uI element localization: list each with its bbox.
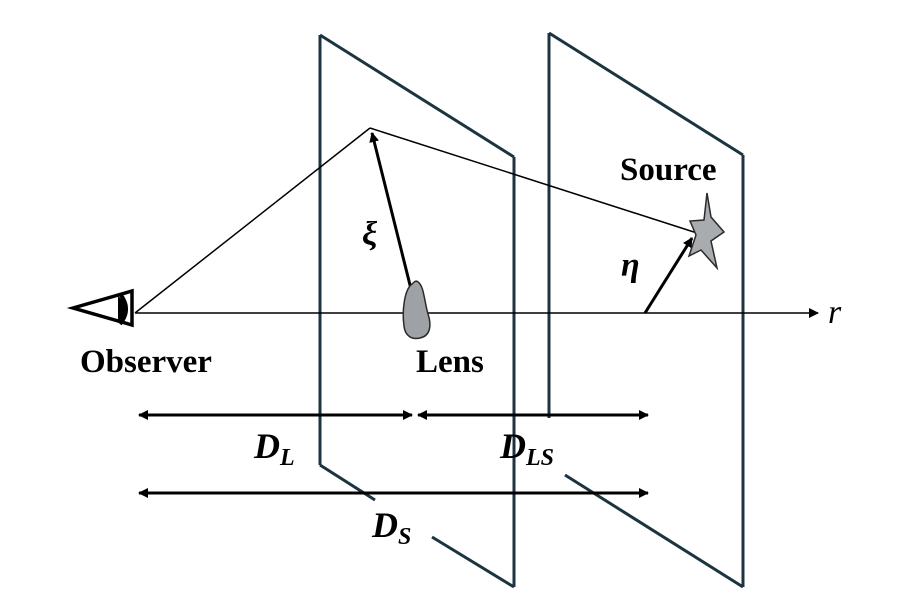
source-plane: [547, 31, 745, 589]
eta-vector-arrow: [643, 237, 694, 314]
axis-r-label: r: [828, 294, 842, 331]
source-star-icon: [687, 192, 726, 271]
dl-label-sub: L: [279, 445, 295, 471]
ds-label-sub: S: [398, 524, 411, 550]
ds-label: DS: [371, 505, 411, 550]
dls-label: DLS: [499, 426, 554, 471]
source-plane-top-edge: [548, 31, 744, 157]
source-label: Source: [620, 152, 717, 188]
lens-plane-bottom-edge-a: [319, 463, 376, 502]
xi-label: ξ: [362, 216, 378, 253]
light-ray-lens-to-source: [369, 127, 698, 234]
dls-label-main: D: [499, 426, 526, 466]
lens-label: Lens: [416, 344, 484, 380]
light-ray-observer-to-lens: [134, 127, 371, 314]
eta-label: η: [621, 247, 640, 284]
lens-mass-icon: [402, 280, 431, 340]
observer-eye-icon: [66, 288, 134, 328]
lens-plane: [318, 33, 516, 589]
lens-plane-top-edge: [319, 33, 515, 159]
light-path: [134, 127, 698, 314]
ds-label-main: D: [371, 505, 398, 545]
dls-label-sub: LS: [525, 445, 554, 471]
dl-label-main: D: [253, 426, 280, 466]
xi-vector-arrow: [369, 132, 414, 294]
lens-plane-bottom-edge-b: [431, 535, 515, 589]
observer-label: Observer: [80, 344, 212, 380]
dl-label: DL: [253, 426, 295, 471]
